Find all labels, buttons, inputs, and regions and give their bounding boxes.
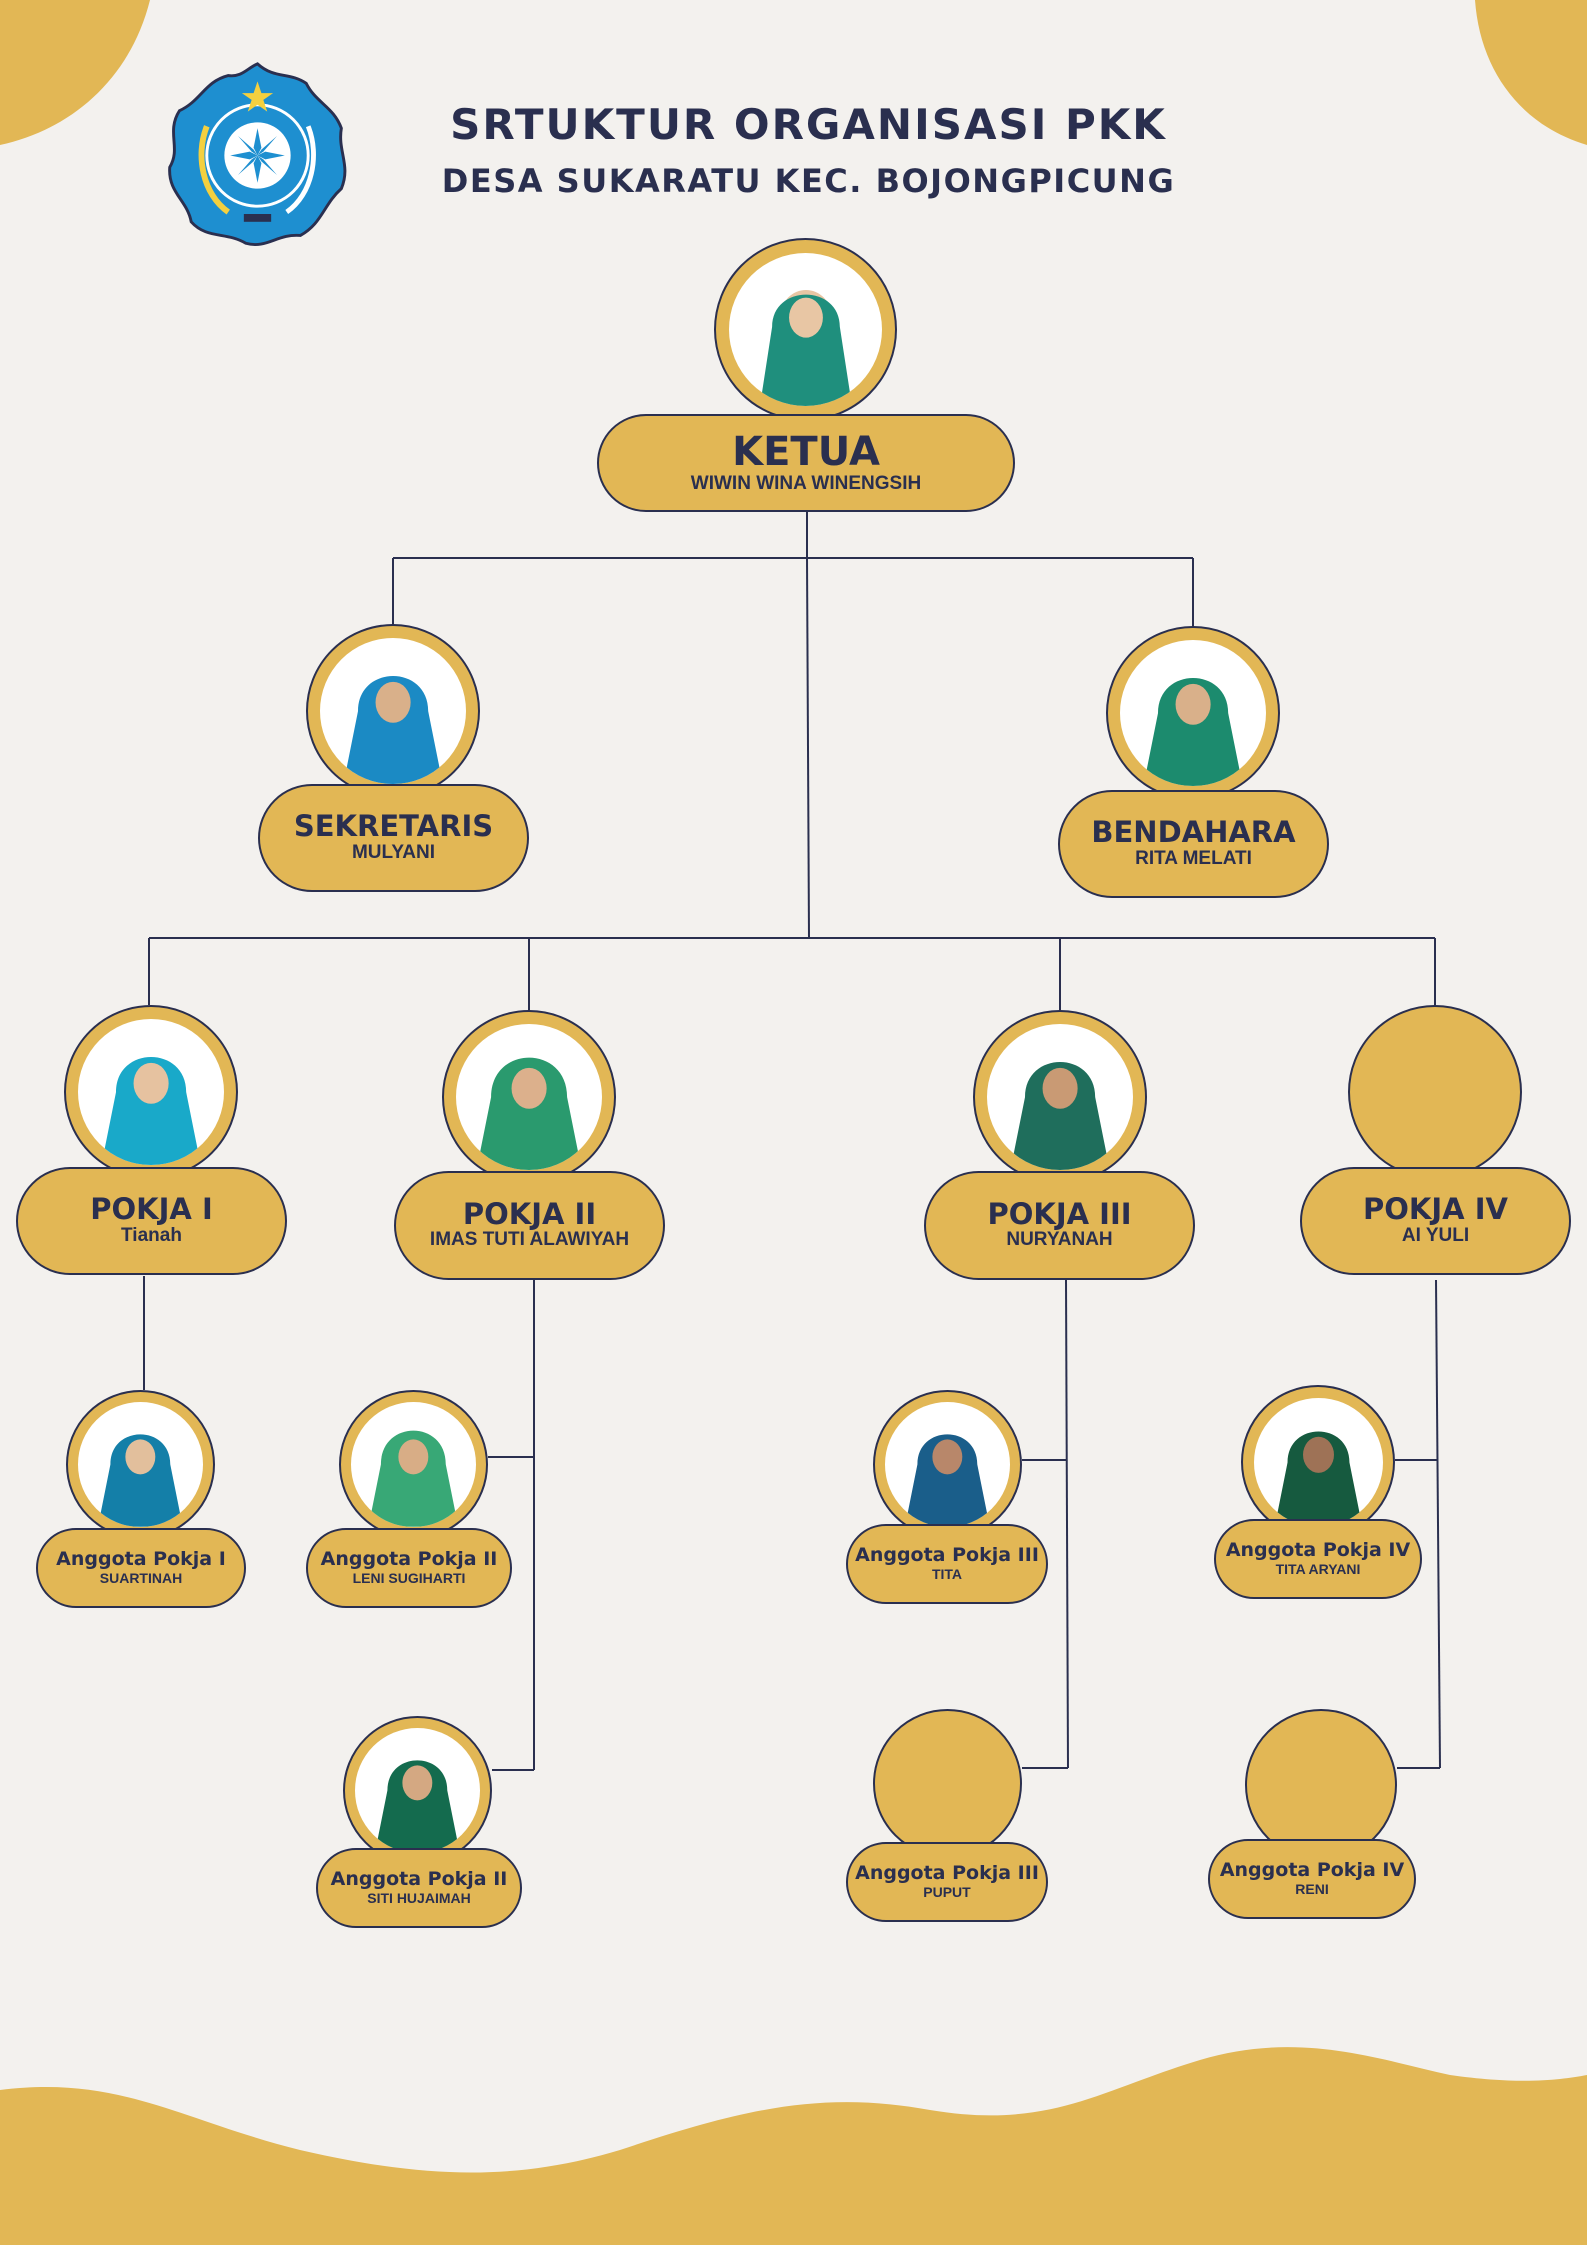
pokja-4-name: AI YULI (1401, 1224, 1470, 1246)
anggota-pokja-3a-photo (873, 1390, 1022, 1539)
pokja-3-photo (973, 1010, 1147, 1184)
bendahara-name: RITA MELATI (1135, 847, 1252, 869)
pkk-logo (160, 58, 355, 253)
person-avatar-icon (905, 1434, 990, 1527)
sekretaris-role: SEKRETARIS (293, 809, 494, 844)
anggota-pokja-1a-box: Anggota Pokja I SUARTINAH (36, 1528, 246, 1608)
anggota-pokja-3a-box: Anggota Pokja III TITA (846, 1524, 1048, 1604)
bottom-wave (0, 2047, 1587, 2245)
anggota-pokja-2b-name: SITI HUJAIMAH (367, 1889, 471, 1906)
person-avatar-icon (98, 1434, 183, 1527)
anggota-pokja-1a-photo (66, 1390, 215, 1539)
anggota-pokja-3b-role: Anggota Pokja III (855, 1861, 1039, 1884)
bendahara-photo (1106, 626, 1280, 800)
anggota-pokja-4b-name: RENI (1295, 1880, 1329, 1897)
anggota-pokja-4b-photo (1245, 1709, 1397, 1861)
pokja-1-photo (64, 1005, 238, 1179)
person-avatar-icon (375, 1760, 460, 1853)
ketua-photo (714, 238, 897, 421)
anggota-pokja-2a-photo (339, 1390, 488, 1539)
anggota-pokja-2a-box: Anggota Pokja II LENI SUGIHARTI (306, 1528, 512, 1608)
pokja-1-name: Tianah (121, 1224, 182, 1246)
top-left-corner-blob (0, 0, 150, 145)
pokja-4-box: POKJA IV AI YULI (1300, 1167, 1571, 1275)
pokja-1-role: POKJA I (90, 1192, 213, 1227)
pokja-2-name: IMAS TUTI ALAWIYAH (429, 1229, 630, 1251)
anggota-pokja-3a-name: TITA (931, 1565, 963, 1582)
ketua-box: KETUA WIWIN WINA WINENGSIH (597, 414, 1015, 512)
sekretaris-name: MULYANI (351, 841, 436, 863)
person-avatar-icon (343, 675, 443, 785)
pokja-4-photo (1348, 1005, 1522, 1179)
pkk-emblem-icon (168, 62, 347, 246)
pokja-2-box: POKJA II IMAS TUTI ALAWIYAH (394, 1171, 665, 1280)
page-title: SRTUKTUR ORGANISASI PKK (450, 100, 1167, 149)
pokja-3-role: POKJA III (987, 1196, 1132, 1231)
bendahara-role: BENDAHARA (1091, 815, 1296, 850)
anggota-pokja-2a-role: Anggota Pokja II (320, 1547, 498, 1570)
anggota-pokja-3a-role: Anggota Pokja III (855, 1543, 1039, 1566)
pokja-2-photo (442, 1010, 616, 1184)
anggota-pokja-3b-box: Anggota Pokja III PUPUT (846, 1842, 1048, 1922)
anggota-pokja-4b-box: Anggota Pokja IV RENI (1208, 1839, 1416, 1919)
anggota-pokja-4a-role: Anggota Pokja IV (1225, 1538, 1411, 1561)
pokja-3-box: POKJA III NURYANAH (924, 1171, 1195, 1280)
pokja-3-name: NURYANAH (1006, 1229, 1113, 1251)
anggota-pokja-2b-role: Anggota Pokja II (330, 1867, 508, 1890)
connector-lines (143, 512, 1441, 1771)
person-avatar-icon (1143, 677, 1243, 787)
anggota-pokja-4a-photo (1241, 1385, 1395, 1539)
pokja-1-box: POKJA I Tianah (16, 1167, 287, 1275)
person-avatar-icon (368, 1430, 459, 1527)
sekretaris-photo (306, 624, 480, 798)
person-avatar-icon (1274, 1431, 1362, 1527)
anggota-pokja-1a-role: Anggota Pokja I (56, 1547, 226, 1570)
anggota-pokja-2b-photo (343, 1716, 492, 1865)
page-subtitle: DESA SUKARATU KEC. BOJONGPICUNG (441, 162, 1176, 200)
person-avatar-icon (476, 1057, 582, 1171)
anggota-pokja-2a-name: LENI SUGIHARTI (352, 1569, 466, 1586)
anggota-pokja-4b-role: Anggota Pokja IV (1219, 1858, 1405, 1881)
anggota-pokja-3b-photo (873, 1709, 1022, 1858)
anggota-pokja-3b-name: PUPUT (923, 1883, 971, 1900)
sekretaris-box: SEKRETARIS MULYANI (258, 784, 529, 892)
top-right-corner-blob (1475, 0, 1587, 145)
anggota-pokja-4a-name: TITA ARYANI (1275, 1560, 1361, 1577)
anggota-pokja-1a-name: SUARTINAH (99, 1569, 183, 1586)
person-avatar-icon (1010, 1061, 1110, 1171)
bendahara-box: BENDAHARA RITA MELATI (1058, 790, 1329, 898)
anggota-pokja-2b-box: Anggota Pokja II SITI HUJAIMAH (316, 1848, 522, 1928)
ketua-role: KETUA (732, 428, 880, 475)
anggota-pokja-4a-box: Anggota Pokja IV TITA ARYANI (1214, 1519, 1422, 1599)
pokja-4-role: POKJA IV (1363, 1192, 1508, 1227)
person-avatar-icon (759, 289, 852, 407)
person-avatar-icon (101, 1056, 201, 1166)
pokja-2-role: POKJA II (462, 1196, 597, 1231)
ketua-name: WIWIN WINA WINENGSIH (690, 472, 922, 494)
